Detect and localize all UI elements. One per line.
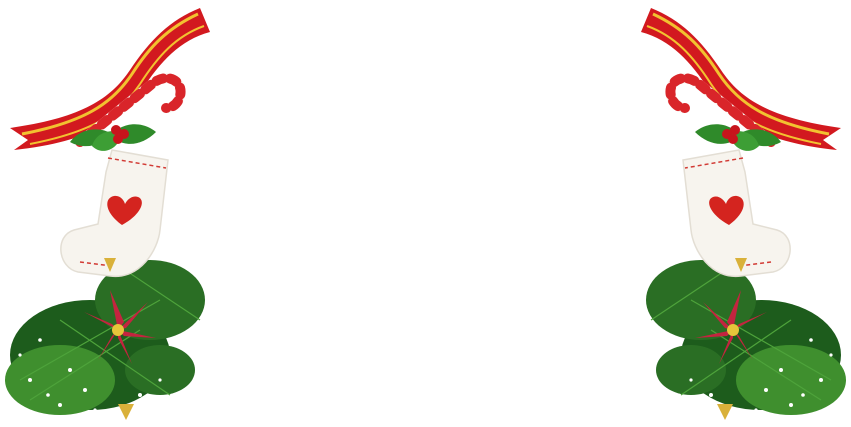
- stocking-icon: [682, 149, 791, 277]
- poinsettia-icon: [82, 290, 156, 364]
- left-decoration-art: [5, 8, 210, 420]
- gold-bells-icon: [717, 258, 747, 420]
- pine-branches-icon: [5, 259, 205, 415]
- ribbon-icon: [10, 8, 210, 150]
- ribbon-icon: [641, 8, 841, 150]
- holly-icon: [70, 124, 156, 151]
- right-decoration-art: [641, 8, 846, 420]
- holly-icon: [695, 124, 781, 151]
- gold-bells-icon: [104, 258, 134, 420]
- heart-icon: [709, 195, 744, 225]
- candy-cane-icon: [665, 73, 776, 147]
- left-christmas-decoration: [0, 0, 230, 427]
- stocking-icon: [60, 149, 169, 277]
- poinsettia-icon: [695, 290, 769, 364]
- pine-branches-icon: [646, 259, 846, 415]
- candy-cane-icon: [75, 73, 186, 147]
- heart-icon: [107, 195, 142, 225]
- right-christmas-decoration: [621, 0, 851, 427]
